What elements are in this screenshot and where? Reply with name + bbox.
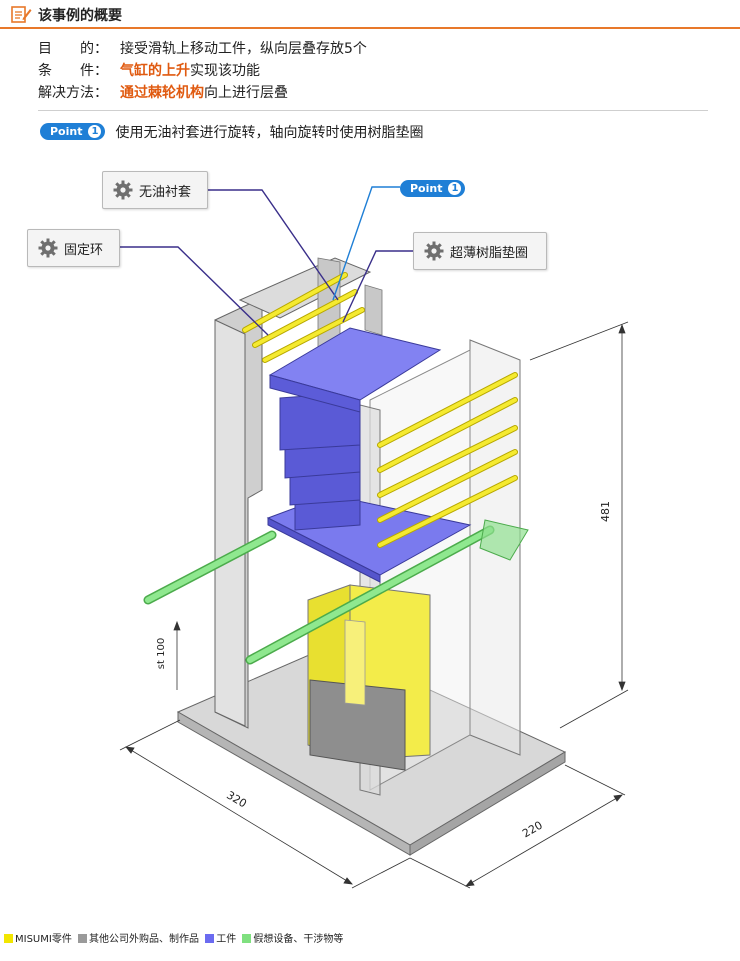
solution-highlight: 通过棘轮机构 bbox=[120, 85, 204, 101]
dimension-lines bbox=[119, 321, 629, 889]
header-divider bbox=[0, 27, 740, 29]
legend-swatch bbox=[4, 934, 13, 943]
callout-washer: 超薄树脂垫圈 bbox=[413, 232, 547, 270]
point-badge-label: Point bbox=[50, 125, 83, 138]
condition-row: 条 件： 气缸的上升实现该功能 bbox=[38, 60, 367, 82]
summary-divider bbox=[38, 110, 708, 111]
callout-bushing-label: 无油衬套 bbox=[139, 184, 192, 200]
workpiece-stack bbox=[266, 327, 472, 583]
legend-item-virtual: 假想设备、干涉物等 bbox=[242, 930, 343, 945]
gear-icon bbox=[38, 238, 58, 258]
legend-swatch bbox=[205, 934, 215, 943]
edit-note-icon bbox=[11, 6, 32, 23]
back-shafts bbox=[242, 272, 365, 363]
legend-swatch bbox=[242, 934, 252, 943]
point-number: 1 bbox=[88, 125, 102, 138]
condition-label: 条 件： bbox=[38, 63, 108, 79]
page-title: 该事例的概要 bbox=[38, 8, 122, 24]
purpose-row: 目 的： 接受滑轨上移动工件，纵向层叠存放5个 bbox=[38, 38, 367, 60]
diagram-point-badge: Point 1 bbox=[400, 180, 466, 197]
solution-text: 向上进行层叠 bbox=[204, 85, 288, 101]
diagram-point-label: Point bbox=[410, 182, 443, 195]
diagram-point-number: 1 bbox=[448, 182, 462, 195]
air-cylinder bbox=[307, 584, 431, 771]
legend-label: 其他公司外购品、制作品 bbox=[89, 934, 200, 945]
legend-item-workpiece: 工件 bbox=[205, 930, 236, 945]
callout-washer-label: 超薄树脂垫圈 bbox=[450, 245, 529, 261]
solution-label: 解决方法： bbox=[38, 85, 108, 101]
mechanism-diagram bbox=[119, 186, 629, 889]
gear-icon bbox=[424, 241, 444, 261]
legend-label: 假想设备、干涉物等 bbox=[253, 934, 344, 945]
condition-text: 实现该功能 bbox=[190, 63, 260, 79]
legend-item-other: 其他公司外购品、制作品 bbox=[78, 930, 199, 945]
dimension-stroke: st 100 bbox=[156, 637, 168, 670]
right-shafts bbox=[377, 372, 518, 548]
solution-row: 解决方法： 通过棘轮机构向上进行层叠 bbox=[38, 82, 367, 104]
dimension-height: 481 bbox=[599, 501, 612, 522]
point-badge: Point 1 bbox=[40, 123, 106, 140]
guide-rods bbox=[143, 519, 529, 665]
gear-icon bbox=[113, 180, 133, 200]
callout-ring: 固定环 bbox=[27, 229, 120, 267]
legend-item-misumi: MISUMI零件 bbox=[4, 930, 72, 945]
leader-lines bbox=[119, 186, 413, 336]
color-legend: MISUMI零件 其他公司外购品、制作品 工件 假想设备、干涉物等 bbox=[4, 930, 346, 945]
summary-block: 目 的： 接受滑轨上移动工件，纵向层叠存放5个 条 件： 气缸的上升实现该功能 解决… bbox=[38, 38, 367, 104]
condition-highlight: 气缸的上升 bbox=[120, 63, 190, 79]
legend-label: 工件 bbox=[216, 934, 237, 945]
point-text: 使用无油衬套进行旋转，轴向旋转时使用树脂垫圈 bbox=[115, 124, 424, 141]
legend-swatch bbox=[78, 934, 88, 943]
purpose-text: 接受滑轨上移动工件，纵向层叠存放5个 bbox=[120, 41, 367, 57]
callout-bushing: 无油衬套 bbox=[102, 171, 208, 209]
legend-label: MISUMI零件 bbox=[15, 934, 72, 945]
callout-ring-label: 固定环 bbox=[64, 242, 104, 258]
point-row: Point 1 使用无油衬套进行旋转，轴向旋转时使用树脂垫圈 bbox=[40, 121, 423, 141]
section-header: 该事例的概要 bbox=[0, 0, 740, 30]
purpose-label: 目 的： bbox=[38, 41, 108, 57]
